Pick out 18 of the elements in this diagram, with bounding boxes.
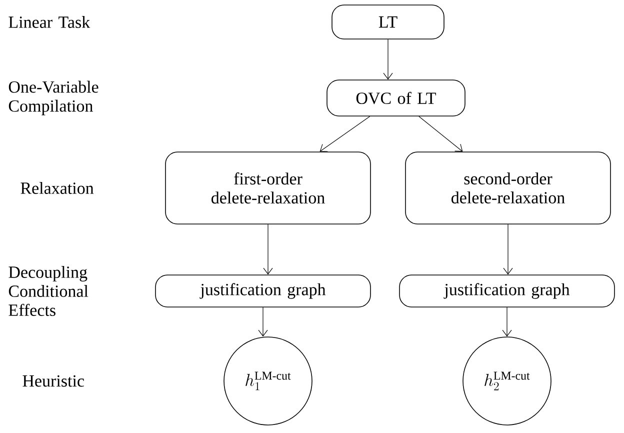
stage-label: One-Variable Compilation: [8, 80, 98, 116]
arrow: [418, 116, 463, 152]
stage-label: Relaxation: [20, 182, 94, 194]
arrow: [503, 224, 513, 275]
stage-label: Decoupling Conditional Effects: [8, 266, 88, 316]
arrow: [258, 307, 268, 337]
arrow: [383, 39, 393, 80]
stage-label: Linear Task: [8, 16, 90, 28]
process-box: second-order delete-relaxation: [405, 152, 611, 224]
process-box: justification graph: [155, 274, 371, 308]
arrow: [320, 116, 370, 152]
stage-label: Heuristic: [22, 375, 84, 387]
arrow: [502, 307, 512, 337]
process-box: first-order delete-relaxation: [165, 152, 371, 224]
process-box: justification graph: [399, 274, 615, 308]
process-box: LT: [332, 4, 444, 40]
process-box: OVC of LT: [326, 80, 466, 116]
arrow: [263, 224, 273, 275]
